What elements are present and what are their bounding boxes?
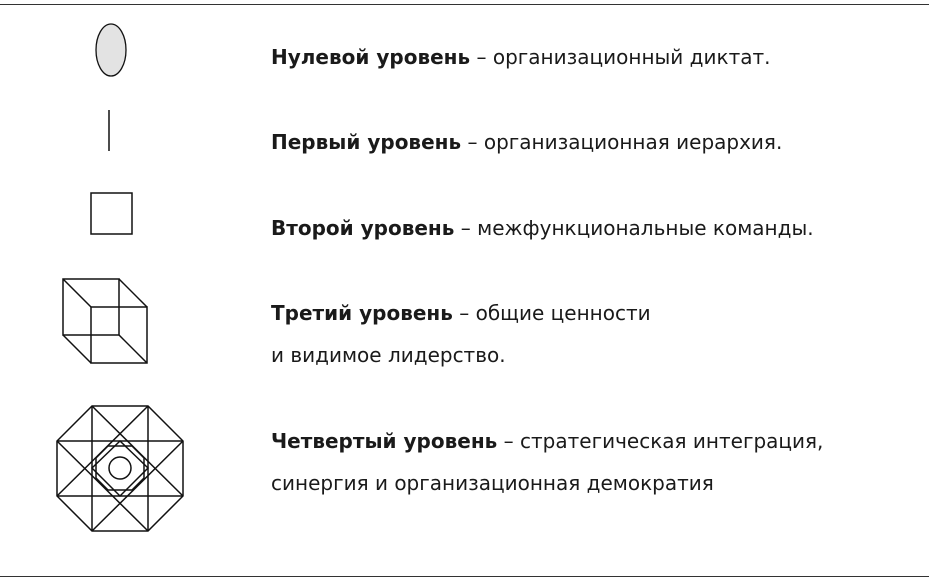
level-2-text: межфункциональные команды.	[477, 216, 814, 240]
level-0-description: Нулевой уровень – организационный диктат…	[271, 36, 771, 78]
level-2-description: Второй уровень – межфункциональные коман…	[271, 207, 814, 249]
level-2-name: Второй уровень	[271, 216, 455, 240]
level-0-text: организационный диктат.	[492, 45, 771, 69]
level-4-text: стратегическая интеграция,	[520, 429, 824, 453]
level-4-name: Четвертый уровень	[271, 429, 498, 453]
level-1-text: организационная иерархия.	[483, 130, 783, 154]
level-0-ellipse-icon	[95, 23, 127, 77]
level-4-description: Четвертый уровень – стратегическая интег…	[271, 420, 823, 504]
level-3-text: общие ценности	[475, 301, 651, 325]
level-3-description: Третий уровень – общие ценности и видимое…	[271, 292, 651, 376]
level-0-name: Нулевой уровень	[271, 45, 471, 69]
level-3-separator: –	[452, 301, 476, 325]
level-2-separator: –	[454, 216, 478, 240]
level-4-text-line2: синергия и организационная демократия	[271, 471, 714, 495]
level-3-name: Третий уровень	[271, 301, 453, 325]
bottom-rule	[0, 576, 929, 577]
level-0-separator: –	[470, 45, 493, 69]
level-4-hypercube-icon	[56, 405, 184, 532]
level-1-separator: –	[461, 130, 484, 154]
top-rule	[0, 4, 929, 5]
level-2-square-icon	[90, 192, 133, 235]
level-4-separator: –	[497, 429, 521, 453]
level-3-text-line2: и видимое лидерство.	[271, 343, 506, 367]
level-1-name: Первый уровень	[271, 130, 462, 154]
level-3-cube-icon	[62, 278, 148, 364]
level-1-description: Первый уровень – организационная иерархи…	[271, 121, 782, 163]
